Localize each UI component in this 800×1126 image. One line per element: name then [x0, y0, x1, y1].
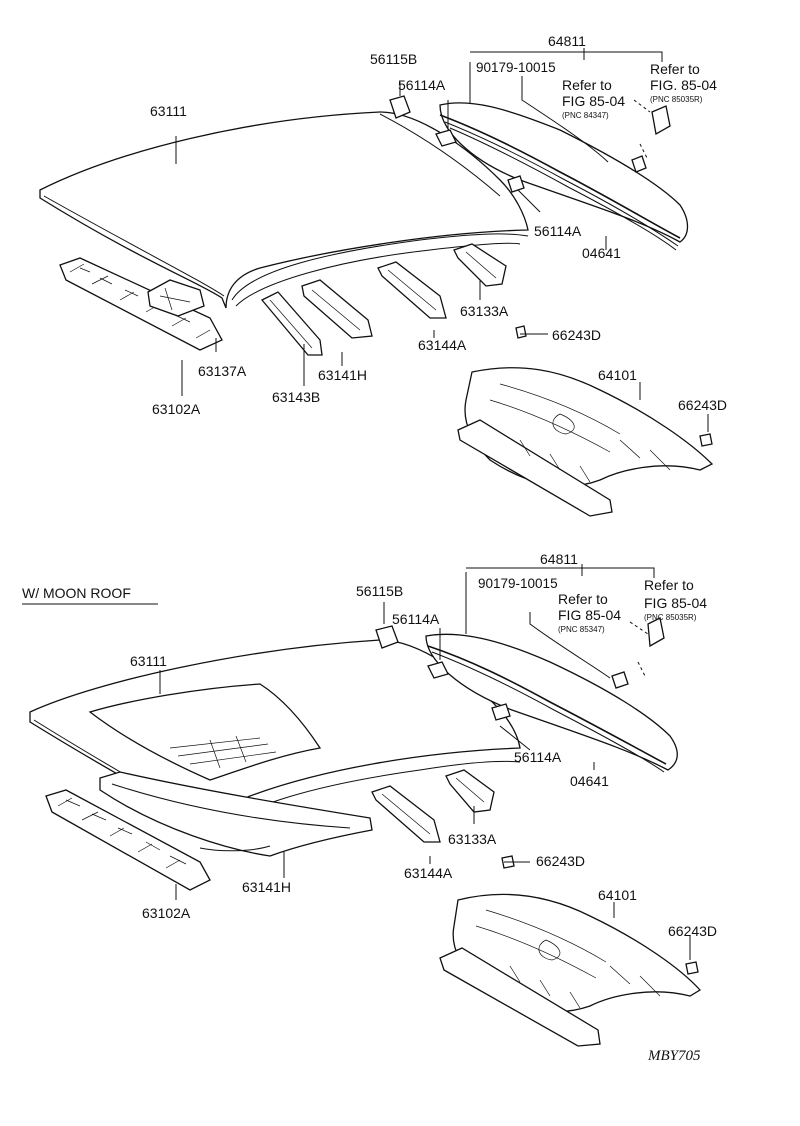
label-64811: 64811: [548, 33, 586, 49]
label-04641: 04641: [582, 245, 621, 261]
bottom-diagram: W/ MOON ROOF: [22, 551, 717, 1047]
label-63143b: 63143B: [272, 389, 320, 405]
clips-bottom: [375, 617, 699, 975]
label-56114a-2: 56114A: [534, 223, 582, 239]
label-63144a-b: 63144A: [404, 865, 453, 881]
label-refer1-line2-b: FIG 85-04: [558, 607, 621, 623]
label-refer1-line1-b: Refer to: [558, 591, 608, 607]
labels-top: 64811 90179-10015 Refer to FIG 85-04 (PN…: [150, 33, 727, 417]
label-56115b-b: 56115B: [356, 583, 403, 599]
label-refer2-line1: Refer to: [650, 61, 700, 77]
label-63102a-b: 63102A: [142, 905, 191, 921]
label-63133a: 63133A: [460, 303, 509, 319]
label-refer2-line2: FIG. 85-04: [650, 77, 717, 93]
roof-panel-63111: [39, 111, 529, 309]
label-refer2-pnc: (PNC 85035R): [650, 95, 703, 104]
label-refer1-pnc: (PNC 84347): [562, 111, 609, 120]
label-90179-10015-b: 90179-10015: [478, 576, 558, 591]
bracket-63137a: [147, 279, 205, 317]
roof-bows: [260, 243, 507, 356]
front-header-63102a: [59, 257, 223, 351]
label-66243d-2: 66243D: [678, 397, 727, 413]
label-refer1-line2: FIG 85-04: [562, 93, 625, 109]
footer-code: MBY705: [647, 1048, 701, 1064]
label-64811-b: 64811: [540, 551, 578, 567]
label-refer1-line1: Refer to: [562, 77, 612, 93]
label-refer2-line2-b: FIG 85-04: [644, 595, 707, 611]
label-66243d-1: 66243D: [552, 327, 601, 343]
label-64101: 64101: [598, 367, 637, 383]
label-56115b: 56115B: [370, 51, 417, 67]
labels-bottom: 64811 90179-10015 Refer to FIG 85-04 (PN…: [130, 551, 717, 939]
label-refer1-pnc-b: (PNC 85347): [558, 625, 605, 634]
moonroof-frame-63141h: [99, 771, 373, 857]
label-56114a-1-b: 56114A: [392, 611, 440, 627]
rear-shelf-64101: [457, 367, 714, 517]
label-63141h-b: 63141H: [242, 879, 291, 895]
label-56114a-1: 56114A: [398, 77, 446, 93]
label-63102a: 63102A: [152, 401, 201, 417]
roof-bows-b: [371, 769, 495, 843]
label-refer2-pnc-b: (PNC 85035R): [644, 613, 697, 622]
section-title: W/ MOON ROOF: [22, 585, 131, 601]
label-64101-b: 64101: [598, 887, 637, 903]
label-04641-b: 04641: [570, 773, 609, 789]
label-63141h: 63141H: [318, 367, 367, 383]
label-63144a: 63144A: [418, 337, 467, 353]
label-63111-b: 63111: [130, 653, 167, 669]
label-63111: 63111: [150, 103, 187, 119]
rear-panel-64811: [439, 102, 689, 251]
leader-lines-top: [175, 48, 709, 432]
label-90179-10015: 90179-10015: [476, 60, 556, 75]
clips-top: [389, 95, 713, 447]
front-header-63102a-b: [45, 789, 211, 891]
label-63133a-b: 63133A: [448, 831, 497, 847]
label-66243d-1-b: 66243D: [536, 853, 585, 869]
rear-panel-64811-b: [425, 633, 678, 773]
rear-shelf-64101-b: [439, 893, 702, 1047]
label-56114a-2-b: 56114A: [514, 749, 562, 765]
label-refer2-line1-b: Refer to: [644, 577, 694, 593]
label-63137a: 63137A: [198, 363, 247, 379]
leader-lines-bottom: [159, 564, 691, 960]
label-66243d-2-b: 66243D: [668, 923, 717, 939]
top-diagram: 64811 90179-10015 Refer to FIG 85-04 (PN…: [39, 33, 727, 517]
